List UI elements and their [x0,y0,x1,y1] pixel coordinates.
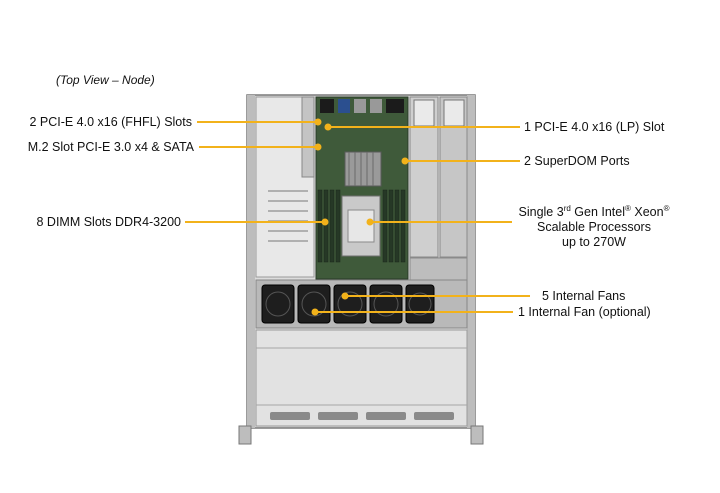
callout-superdom: 2 SuperDOM Ports [524,154,630,168]
callout-dimm-slots: 8 DIMM Slots DDR4-3200 [36,215,182,229]
riser-bracket [301,96,315,178]
view-title: (Top View – Node) [56,73,155,87]
cpu-ihs [347,209,375,243]
drive-bay [255,329,468,427]
chipset-heatsink [344,151,382,187]
front-ear-left [238,425,252,445]
processor-line-2: Scalable Processors [537,220,651,234]
front-ear-right [470,425,484,445]
fans [261,284,435,324]
callout-pcie-fhfl: 2 PCI-E 4.0 x16 (FHFL) Slots [29,115,192,129]
heatsink-fins [348,152,374,186]
fan-blades [265,291,432,317]
psu-1-handle [413,99,435,127]
callout-lines [185,118,530,316]
callout-internal-fans: 5 Internal Fans [542,289,626,303]
callout-internal-fan-optional: 1 Internal Fan (optional) [518,305,651,319]
callout-m2-slot: M.2 Slot PCI-E 3.0 x4 & SATA [27,140,194,154]
dimm-slots [317,189,406,263]
rear-io-ports [320,99,404,113]
chassis-left-rail [247,95,255,428]
front-panel-vents [270,412,454,420]
processor-line-1: Single 3rd Gen Intel® Xeon® [518,203,670,219]
processor-line-3: up to 270W [562,235,626,249]
callout-pcie-lp: 1 PCI-E 4.0 x16 (LP) Slot [524,120,665,134]
psu-2-handle [443,99,465,127]
callout-processor: Single 3rd Gen Intel® Xeon® Scalable Pro… [514,203,674,250]
chassis-right-rail [467,95,475,428]
drive-bay-dividers [256,347,467,406]
